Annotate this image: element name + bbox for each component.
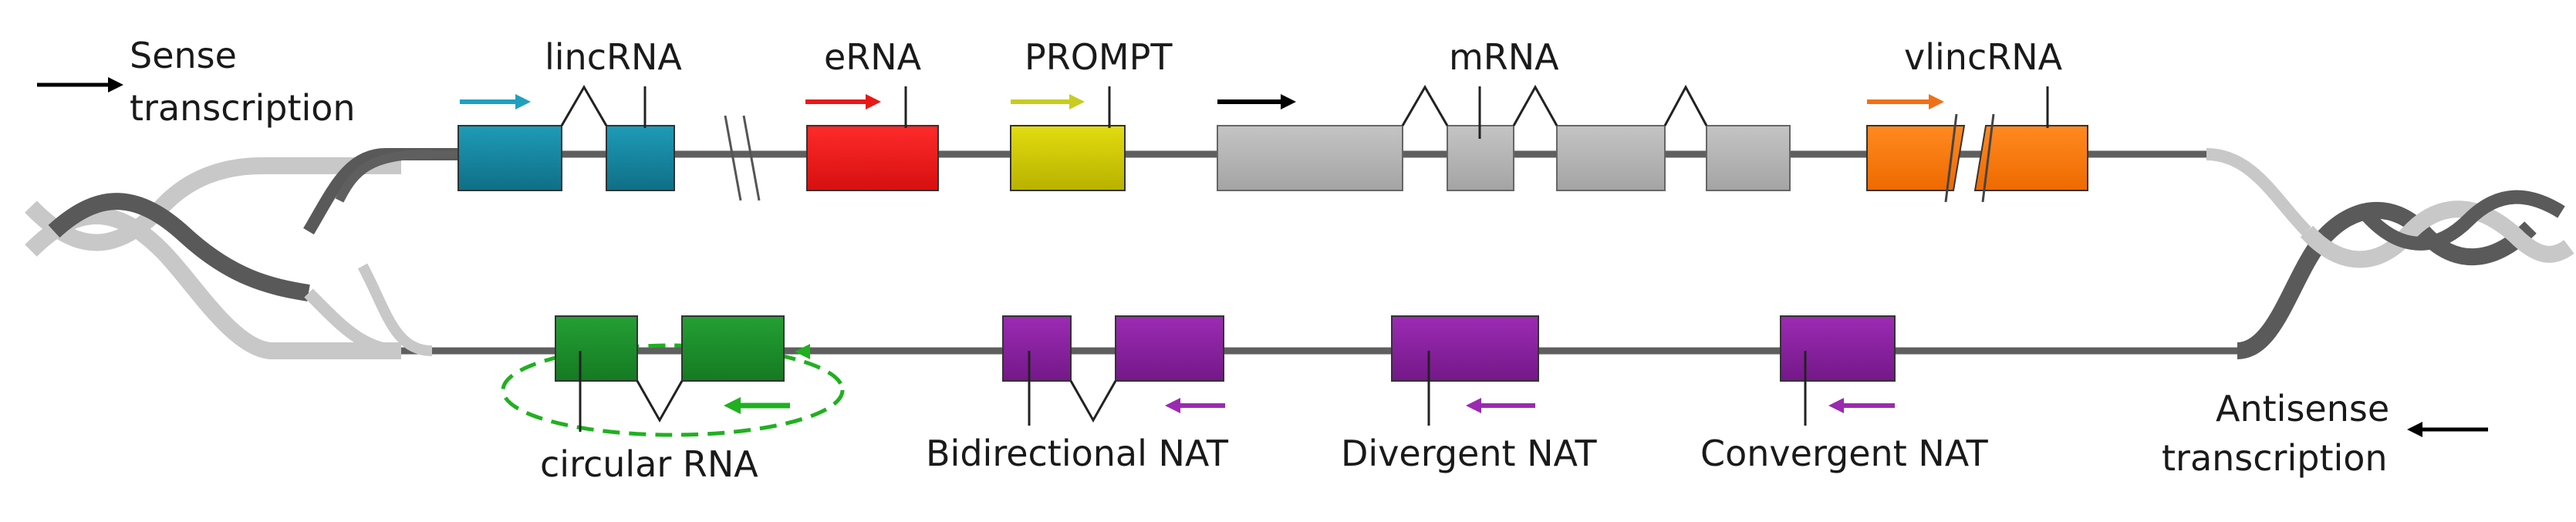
helix-light-strand-left [25, 157, 401, 251]
mrna-arrow-head [1281, 94, 1296, 109]
circular-rna-loop-arrowhead [795, 344, 810, 359]
divergent-nat-exon [1391, 315, 1539, 382]
antisense-label-line1: Antisense [2216, 388, 2389, 429]
right-dna-helix [2206, 148, 2574, 359]
vlincrna-arrow-head [1929, 94, 1944, 109]
lincrna-arrow-head [515, 94, 531, 109]
convergent-nat-label: Convergent NAT [1700, 433, 1989, 474]
vlincrna-exon-2 [1973, 125, 2088, 191]
mrna-exon-3 [1556, 125, 1666, 191]
convergent-nat-gene: Convergent NAT [1700, 315, 1989, 474]
lincrna-label: lincRNA [545, 36, 682, 78]
vlincrna-label: vlincRNA [1904, 36, 2063, 78]
erna-arrow-head [866, 94, 881, 109]
divergent-nat-label: Divergent NAT [1341, 433, 1597, 474]
lincrna-intron [560, 85, 608, 126]
break-mark-2 [742, 115, 761, 201]
convergent-nat-exon [1780, 315, 1896, 382]
antisense-strand-start [357, 263, 433, 356]
arrow-left-icon-head [2407, 422, 2422, 437]
mrna-gene: mRNA [1217, 36, 1791, 191]
sense-label-line2: transcription [130, 87, 356, 129]
circular-rna-exon-2 [681, 315, 785, 382]
arrow-right-icon-head [108, 77, 123, 93]
mrna-intron-3 [1663, 84, 1708, 126]
sense-strand-curve-right [2206, 148, 2311, 236]
vlincrna-gene: vlincRNA [1866, 36, 2088, 203]
mrna-exon-4 [1706, 125, 1791, 191]
vlincrna-break-1 [1944, 113, 1958, 203]
mrna-intron-1 [1401, 85, 1449, 126]
circular-rna-intron [636, 380, 684, 423]
circular-rna-arrow-head [724, 397, 741, 414]
vlincrna-break-2 [1981, 113, 1995, 203]
bidirectional-nat-arrow-head [1165, 398, 1180, 413]
helix-dark-strand-right-2 [2355, 190, 2565, 251]
prompt-arrow-head [1069, 94, 1085, 109]
bidirectional-nat-intron [1069, 380, 1117, 423]
helix-light-strand-right [2300, 200, 2574, 268]
bottom-strand-start [304, 288, 402, 357]
prompt-gene: PROMPT [1010, 36, 1173, 191]
lincrna-gene: lincRNA [457, 36, 682, 191]
bidirectional-nat-exon-1 [1002, 315, 1072, 382]
circular-rna-exon-1 [555, 315, 638, 382]
circular-rna-loop [501, 343, 845, 437]
break-mark-1 [724, 115, 742, 201]
divergent-nat-gene: Divergent NAT [1341, 315, 1597, 474]
erna-gene: eRNA [805, 36, 939, 191]
convergent-nat-arrow-head [1828, 398, 1844, 413]
mrna-exon-1 [1217, 125, 1403, 191]
vlincrna-exon-1 [1866, 125, 1966, 191]
helix-dark-strand-left [48, 193, 310, 301]
circular-rna-label: circular RNA [540, 443, 758, 485]
prompt-label: PROMPT [1025, 36, 1173, 78]
mrna-intron-2 [1512, 84, 1558, 126]
erna-label: eRNA [824, 36, 922, 78]
bidirectional-nat-label: Bidirectional NAT [926, 433, 1229, 474]
top-strand-start [303, 148, 463, 235]
divergent-nat-arrow-head [1466, 398, 1481, 413]
prompt-exon [1010, 125, 1126, 191]
mrna-label: mRNA [1449, 36, 1559, 78]
antisense-label-line2: transcription [2162, 437, 2388, 479]
lincrna-exon-1 [457, 125, 562, 191]
sense-label-line1: Sense [130, 35, 237, 76]
circular-rna-gene: circular RNA [501, 315, 845, 485]
erna-exon [806, 125, 939, 191]
left-dna-helix [25, 148, 463, 359]
sense-strand-curve-left [335, 150, 433, 203]
bidirectional-nat-exon-2 [1115, 315, 1224, 382]
bidirectional-nat-gene: Bidirectional NAT [926, 315, 1229, 474]
lincrna-exon-2 [606, 125, 675, 191]
